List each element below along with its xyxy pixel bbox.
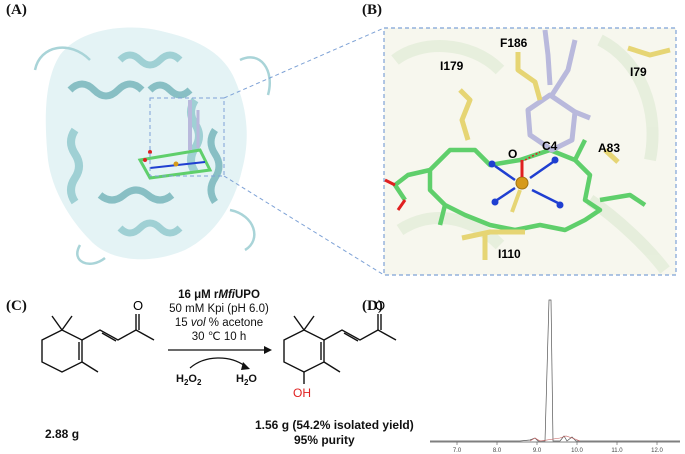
x-tick-label: 9.0 xyxy=(533,448,542,454)
panel-label-b: (B) xyxy=(362,2,382,18)
residue-a83: A83 xyxy=(598,141,620,155)
residue-f186: F186 xyxy=(500,36,528,50)
product-structure xyxy=(283,314,397,384)
product-purity: 95% purity xyxy=(294,433,355,447)
x-axis-ticks xyxy=(456,442,658,445)
residues xyxy=(458,45,671,260)
enzyme-line: 16 μM rMfiUPO xyxy=(178,289,260,301)
x-tick-label: 10.0 xyxy=(571,448,583,454)
product-ketone-o: O xyxy=(375,298,385,313)
buffer-line: 50 mM Kpi (pH 6.0) xyxy=(169,303,269,315)
product-hydroxyl: OH xyxy=(293,386,311,400)
cofactor-arc xyxy=(189,357,246,369)
carboxylate xyxy=(384,178,407,211)
cosolvent-line: 15 vol % acetone xyxy=(174,317,264,329)
panel-label-c: (C) xyxy=(6,298,27,314)
x-tick-label: 11.0 xyxy=(611,448,623,454)
residue-i79: I79 xyxy=(630,65,647,79)
x-tick-label: 8.0 xyxy=(493,448,502,454)
substrate xyxy=(525,29,591,153)
substrate-ketone-o: O xyxy=(133,298,143,313)
residue-i110: I110 xyxy=(498,247,521,261)
x-tick-label: 7.0 xyxy=(453,448,462,454)
active-site-sticks xyxy=(137,100,213,180)
oxidant-label: H2O2 xyxy=(176,373,202,388)
spectrum-trace xyxy=(430,299,680,442)
substrate-mass: 2.88 g xyxy=(45,427,80,441)
byproduct-label: H2O xyxy=(236,373,257,388)
substrate-structure xyxy=(41,314,155,373)
temperature-time-line: 30 ℃ 10 h xyxy=(191,331,247,343)
label-oxo: O xyxy=(508,147,517,161)
selection-box xyxy=(149,97,225,177)
helix-group xyxy=(33,27,271,265)
reaction-conditions: 16 μM rMfiUPO 50 mM Kpi (pH 6.0) 15 vol … xyxy=(160,288,278,344)
label-c4: C4 xyxy=(542,139,558,153)
pyrrole-nitrogens xyxy=(488,156,564,209)
product-yield: 1.56 g (54.2% isolated yield) xyxy=(255,418,414,432)
panel-label-d: (D) xyxy=(362,298,383,314)
x-tick-label: 12.0 xyxy=(651,448,663,454)
residue-i179: I179 xyxy=(440,59,464,73)
panel-label-a: (A) xyxy=(6,2,27,18)
